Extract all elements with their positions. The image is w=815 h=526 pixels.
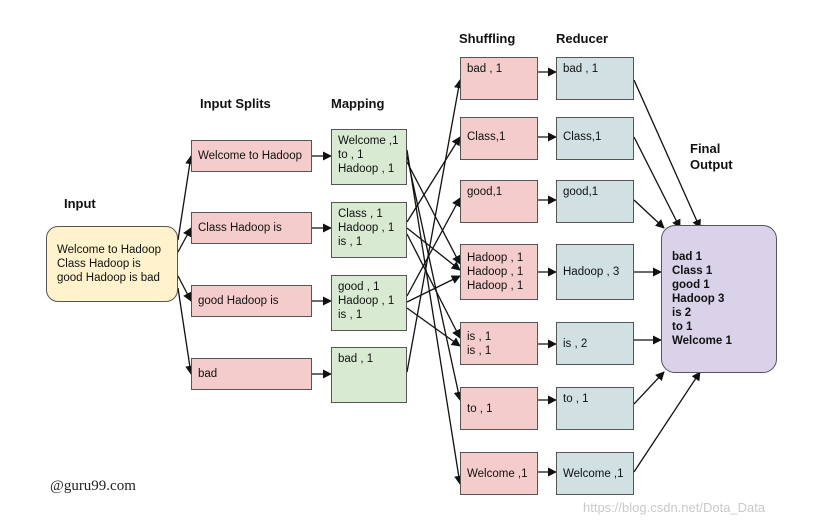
map-box-1: Welcome ,1 to , 1 Hadoop , 1 [331,129,407,185]
reducer-box-to: to , 1 [556,387,634,430]
shuffle-pair: Class,1 [467,131,506,143]
input-line: Class Hadoop is [57,258,141,270]
final-output-line: good 1 [672,279,710,291]
flow-arrow [633,79,701,229]
map-pair: good , 1 [338,281,380,293]
input-line: good Hadoop is bad [57,272,160,284]
flow-arrow [406,307,461,347]
final-output-line: is 2 [672,307,692,319]
final-output-header-line-1: Final [690,141,721,156]
map-pair: Hadoop , 1 [338,222,395,234]
shuffle-pair: to , 1 [467,402,493,415]
input-splits-header: Input Splits [200,96,271,111]
shuffle-pair: Hadoop , 1 [467,252,524,264]
shuffle-pair: bad , 1 [467,63,503,75]
flow-arrow [406,233,461,339]
flow-arrow [633,371,665,405]
shuffle-pair: is , 1 [467,330,492,343]
watermark-text: https://blog.csdn.net/Dota_Data [583,500,766,515]
reducer-pair: Class,1 [563,131,602,143]
split-text: Class Hadoop is [198,222,282,234]
flow-arrow [633,136,681,229]
split-box-2: Class Hadoop is [191,212,312,244]
final-output-line: Hadoop 3 [672,293,725,305]
map-pair: is , 1 [338,309,363,321]
reducer-header: Reducer [556,31,609,46]
reducer-pair: is , 2 [563,337,588,350]
flow-arrow [633,371,701,473]
final-output-header: Final Output [690,141,733,173]
shuffling-header: Shuffling [459,31,516,46]
shuffle-pair: Hadoop , 1 [467,266,524,278]
map-box-2: Class , 1 Hadoop , 1 is , 1 [331,202,407,258]
flow-arrow [177,227,192,253]
credit-text: @guru99.com [50,478,136,494]
flow-arrow [406,136,461,223]
input-box: Welcome to Hadoop Class Hadoop is good H… [46,226,178,302]
map-box-4: bad , 1 [331,347,407,403]
reducer-pair: Welcome ,1 [563,467,624,480]
shuffle-pair: good,1 [467,186,503,198]
reducer-box-class: Class,1 [556,117,634,160]
flow-arrow [406,197,461,297]
map-pair: Class , 1 [338,208,383,220]
map-pair: is , 1 [338,236,363,248]
reducer-box-bad: bad , 1 [556,57,634,100]
flow-arrow [406,79,464,373]
map-pair: bad , 1 [338,353,374,365]
map-pair: Hadoop , 1 [338,295,395,307]
shuffle-box-welcome: Welcome ,1 [460,452,538,495]
shuffle-box-good: good,1 [460,180,538,223]
final-output-box: bad 1 Class 1 good 1 Hadoop 3 is 2 to 1 … [661,225,777,373]
flow-arrow [406,275,461,303]
shuffle-box-class: Class,1 [460,117,538,160]
shuffle-box-bad: bad , 1 [460,57,538,100]
map-pair: Welcome ,1 [338,135,399,147]
flow-arrow [177,287,195,375]
final-output-line: to 1 [672,321,693,333]
reducer-pair: bad , 1 [563,63,599,75]
split-text: good Hadoop is [198,295,279,307]
split-box-3: good Hadoop is [191,285,312,317]
shuffle-box-to: to , 1 [460,387,538,430]
split-box-1: Welcome to Hadoop [191,140,312,172]
reducer-pair: Hadoop , 3 [563,266,620,278]
shuffle-pair: Hadoop , 1 [467,280,524,292]
map-pair: to , 1 [338,149,364,161]
flow-arrow [406,227,461,271]
reducer-box-good: good,1 [556,180,634,223]
flow-arrow [177,155,195,241]
shuffle-pair: Welcome ,1 [467,467,528,480]
flow-arrow [406,149,464,485]
final-output-line: Class 1 [672,265,713,277]
map-pair: Hadoop , 1 [338,163,395,175]
reducer-box-welcome: Welcome ,1 [556,452,634,495]
reducer-pair: to , 1 [563,393,589,405]
reducer-pair: good,1 [563,186,599,198]
final-output-header-line-2: Output [690,157,733,172]
flow-arrow [177,275,192,302]
shuffle-box-is: is , 1 is , 1 [460,322,538,365]
split-text: Welcome to Hadoop [198,150,302,162]
split-box-4: bad [191,358,312,390]
final-output-line: Welcome 1 [672,335,732,347]
shuffle-box-hadoop: Hadoop , 1 Hadoop , 1 Hadoop , 1 [460,244,538,300]
flow-arrow [633,199,665,229]
shuffle-pair: is , 1 [467,344,492,357]
reducer-box-is: is , 2 [556,322,634,365]
reducer-box-hadoop: Hadoop , 3 [556,244,634,300]
input-header: Input [64,196,96,211]
map-box-3: good , 1 Hadoop , 1 is , 1 [331,275,407,331]
flow-arrow [406,161,461,265]
input-line: Welcome to Hadoop [57,244,161,256]
final-output-line: bad 1 [672,251,703,263]
flow-arrow [406,155,463,401]
split-text: bad [198,368,218,380]
mapping-header: Mapping [331,96,385,111]
